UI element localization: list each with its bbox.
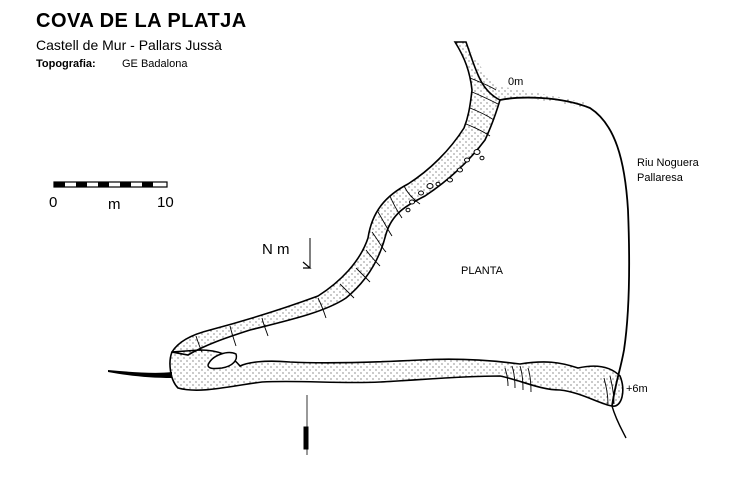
scale-unit-label: m xyxy=(108,196,121,213)
river-label-line1: Riu Noguera xyxy=(637,157,699,169)
topography-value: GE Badalona xyxy=(122,58,188,70)
scale-bar xyxy=(53,181,168,188)
north-label: N m xyxy=(262,241,290,258)
rock-pillar xyxy=(207,351,238,370)
entrance-depth-label: 0m xyxy=(508,76,524,88)
location-subtitle: Castell de Mur - Pallars Jussà xyxy=(36,37,222,53)
section-hatching xyxy=(195,77,615,405)
lower-gallery xyxy=(169,349,624,407)
plan-label: PLANTA xyxy=(461,265,503,277)
outer-wall xyxy=(611,405,627,439)
passage-spur xyxy=(108,370,172,378)
river-label: Riu Noguera Pallaresa xyxy=(637,156,699,186)
entrance-slope xyxy=(466,42,590,110)
river-label-line2: Pallaresa xyxy=(637,172,683,184)
page-title: COVA DE LA PLATJA xyxy=(36,10,247,32)
boulders xyxy=(405,149,485,213)
topography-label: Topografia: xyxy=(36,58,96,70)
scale-end-label: 10 xyxy=(157,194,174,211)
main-chamber-outline xyxy=(499,96,631,407)
upper-gallery xyxy=(170,41,501,356)
end-depth-label: +6m xyxy=(626,383,648,395)
north-arrow xyxy=(302,238,312,455)
scale-start-label: 0 xyxy=(49,194,58,211)
